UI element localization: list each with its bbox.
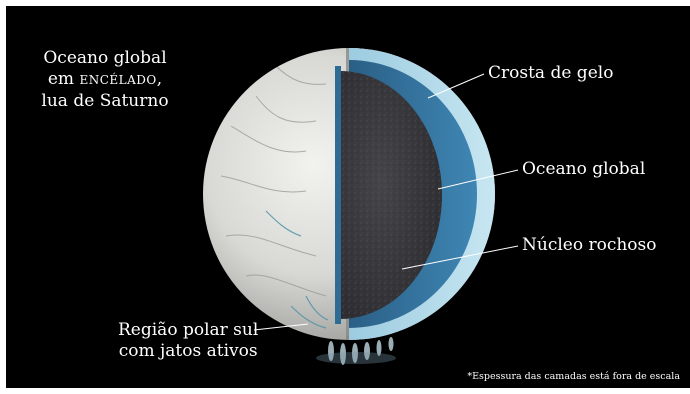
diagram-title: Oceano global em ENCÉLADO, lua de Saturn… xyxy=(30,48,180,112)
label-polar-line-2: com jatos ativos xyxy=(118,341,258,361)
leader-global-ocean xyxy=(437,169,519,190)
label-ice-crust: Crosta de gelo xyxy=(488,63,614,83)
leader-polar-region xyxy=(253,323,309,331)
scale-footnote: *Espessura das camadas está fora de esca… xyxy=(467,371,680,382)
south-polar-jets xyxy=(316,337,396,365)
label-polar-line-1: Região polar sul xyxy=(118,320,259,340)
enceladus-cutaway xyxy=(203,48,519,365)
ocean-band-left xyxy=(335,66,341,324)
tiger-stripes xyxy=(265,210,329,329)
title-line-2: em ENCÉLADO, xyxy=(30,69,180,91)
diagram-canvas: Oceano global em ENCÉLADO, lua de Saturn… xyxy=(6,6,690,388)
title-suffix: , xyxy=(156,69,163,89)
leader-ice-crust xyxy=(427,73,485,99)
rocky-core-texture xyxy=(340,71,442,319)
title-line-1: Oceano global xyxy=(43,48,167,68)
title-moon-name: ENCÉLADO xyxy=(79,73,157,87)
title-line-3: lua de Saturno xyxy=(41,91,169,111)
label-polar-region: Região polar sul com jatos ativos xyxy=(118,320,258,362)
label-rocky-core: Núcleo rochoso xyxy=(522,235,657,255)
label-global-ocean: Oceano global xyxy=(522,159,646,179)
leader-rocky-core xyxy=(401,245,519,270)
title-prefix: em xyxy=(47,69,80,89)
